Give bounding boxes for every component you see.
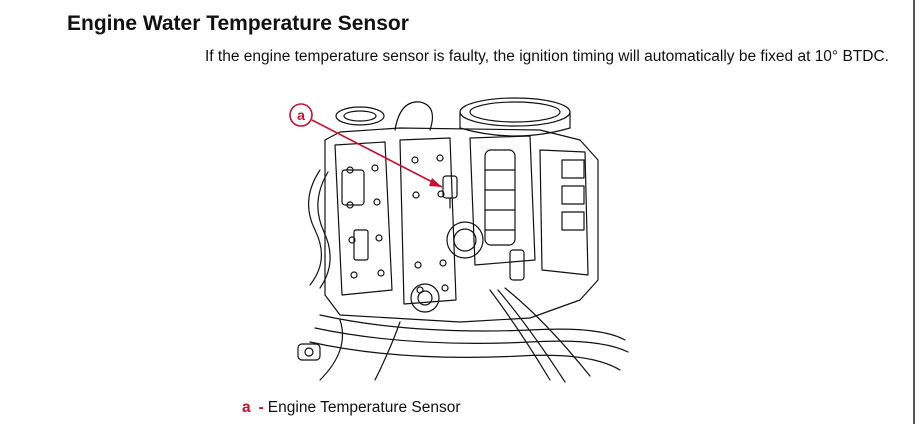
caption-letter: a bbox=[242, 399, 251, 416]
engine-illustration: a bbox=[280, 90, 630, 390]
callout-marker: a bbox=[289, 103, 313, 127]
caption-text: Engine Temperature Sensor bbox=[267, 399, 461, 416]
callout-letter: a bbox=[297, 107, 305, 123]
figure-caption: a-Engine Temperature Sensor bbox=[242, 399, 461, 417]
page-edge-border bbox=[913, 0, 915, 424]
engine-line-drawing: a bbox=[289, 97, 629, 383]
section-heading: Engine Water Temperature Sensor bbox=[67, 12, 409, 35]
caption-dash: - bbox=[258, 399, 264, 416]
callout-leader bbox=[311, 119, 443, 188]
body-paragraph: If the engine temperature sensor is faul… bbox=[205, 48, 889, 65]
